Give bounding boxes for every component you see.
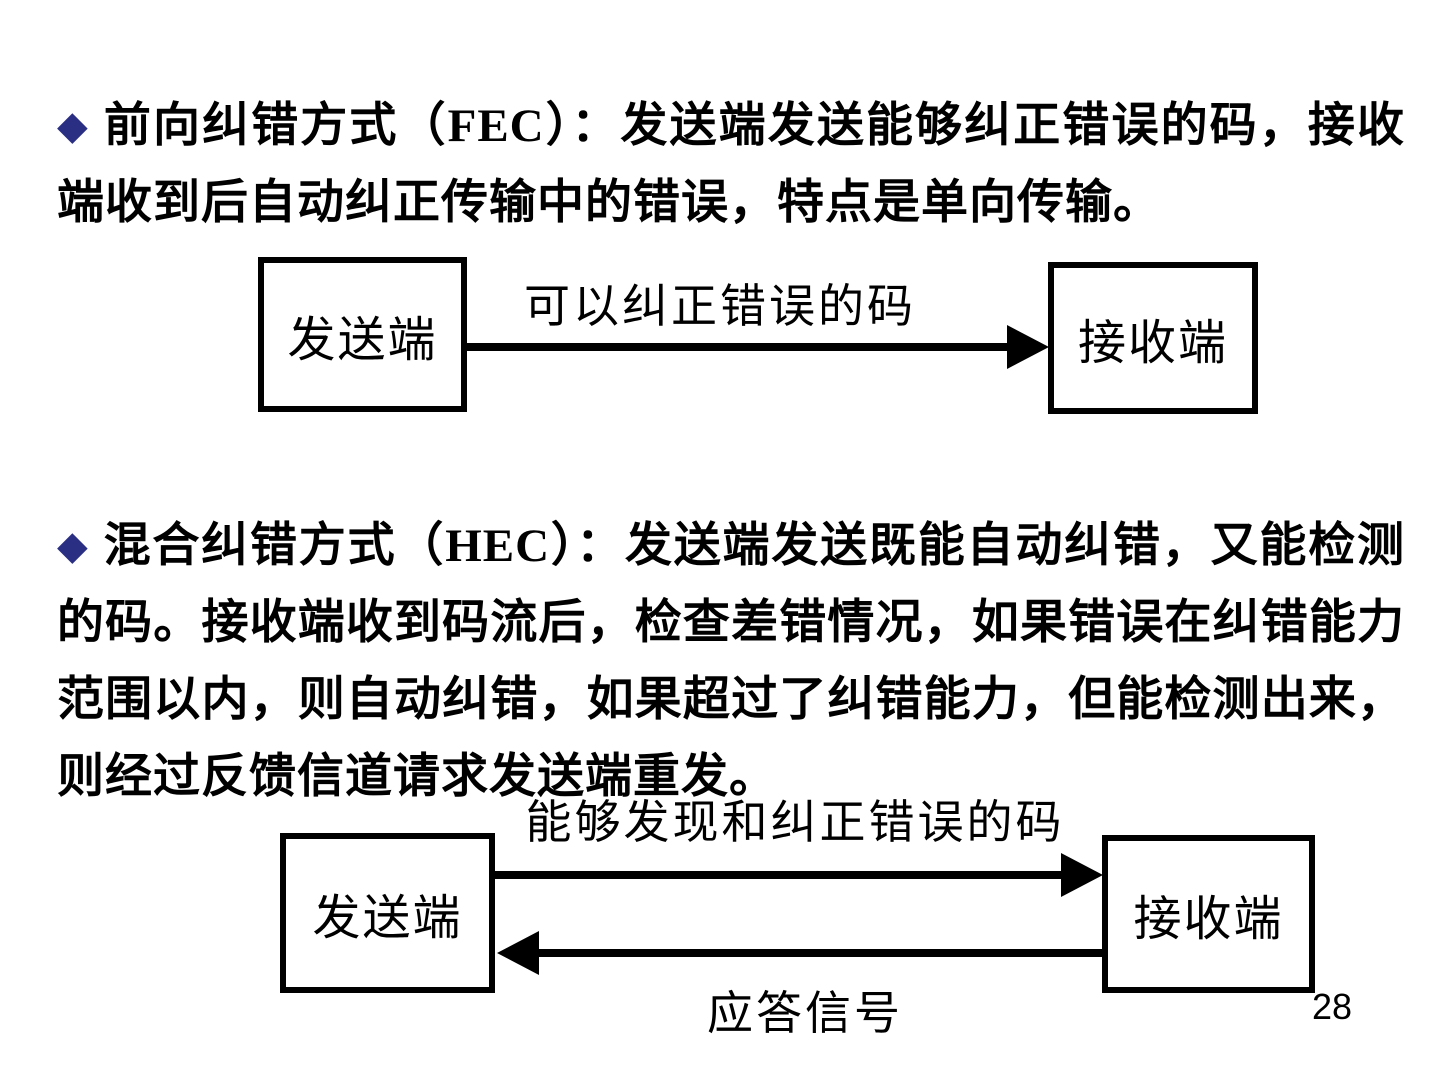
hec-forward-arrowhead-icon xyxy=(1061,853,1103,897)
hec-receiver-box: 接收端 xyxy=(1102,835,1315,993)
fec-paragraph: ◆前向纠错方式（FEC）：发送端发送能够纠正错误的码，接收端收到后自动纠正传输中… xyxy=(57,87,1405,242)
fec-paragraph-text: 前向纠错方式（FEC）：发送端发送能够纠正错误的码，接收端收到后自动纠正传输中的… xyxy=(57,100,1406,229)
fec-sender-box: 发送端 xyxy=(258,257,467,412)
diamond-bullet-icon: ◆ xyxy=(57,103,90,148)
hec-paragraph: ◆混合纠错方式（HEC）：发送端发送既能自动纠错，又能检测的码。接收端收到码流后… xyxy=(57,507,1405,816)
fec-receiver-label: 接收端 xyxy=(1077,317,1228,370)
fec-arrow-label: 可以纠正错误的码 xyxy=(524,281,916,332)
diamond-bullet-icon: ◆ xyxy=(57,523,90,568)
hec-feedback-arrowhead-icon xyxy=(497,931,539,975)
fec-forward-arrowhead-icon xyxy=(1007,325,1049,369)
fec-forward-arrow xyxy=(464,343,1010,351)
hec-receiver-label: 接收端 xyxy=(1133,893,1284,946)
fec-sender-label: 发送端 xyxy=(287,313,438,367)
fec-receiver-box: 接收端 xyxy=(1048,262,1258,414)
hec-paragraph-text: 混合纠错方式（HEC）：发送端发送既能自动纠错，又能检测的码。接收端收到码流后，… xyxy=(57,520,1405,803)
hec-sender-label: 发送端 xyxy=(312,892,463,945)
hec-sender-box: 发送端 xyxy=(280,833,495,993)
hec-feedback-arrow xyxy=(536,949,1104,957)
page-number: 28 xyxy=(1312,986,1353,1027)
hec-feedback-arrow-label: 应答信号 xyxy=(707,988,903,1039)
hec-forward-arrow xyxy=(493,871,1064,879)
hec-forward-arrow-label: 能够发现和纠正错误的码 xyxy=(525,797,1065,848)
